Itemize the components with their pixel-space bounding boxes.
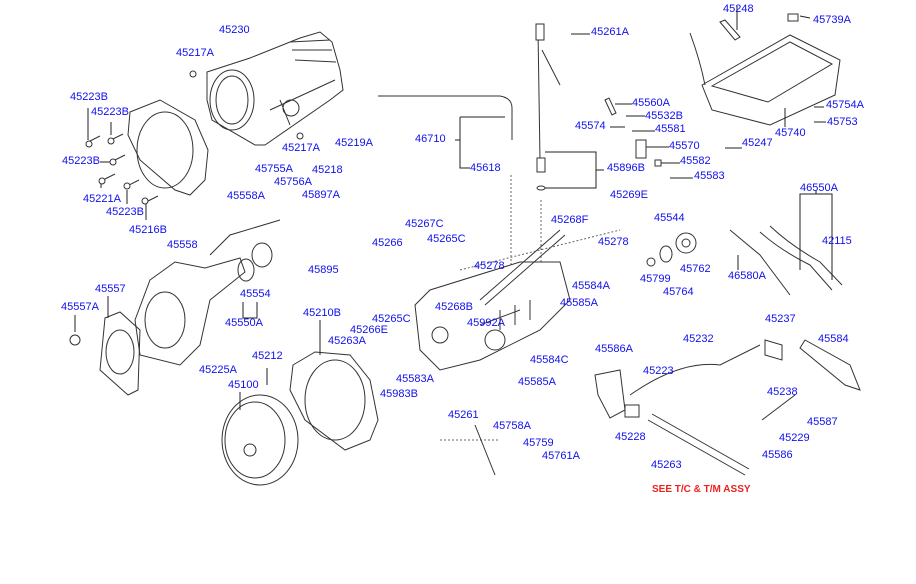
part-label[interactable]: 45895 (308, 264, 339, 276)
part-label[interactable]: 45570 (669, 140, 700, 152)
part-label[interactable]: 45100 (228, 379, 259, 391)
part-label[interactable]: 45223B (91, 106, 129, 118)
part-label[interactable]: 45754A (826, 99, 864, 111)
bolts-left (85, 70, 304, 220)
part-label[interactable]: 45269E (610, 189, 648, 201)
part-label[interactable]: 45278 (474, 260, 505, 272)
part-label[interactable]: 45544 (654, 212, 685, 224)
part-label[interactable]: 45261 (448, 409, 479, 421)
part-label[interactable]: 45263 (651, 459, 682, 471)
part-label[interactable]: 45618 (470, 162, 501, 174)
part-label[interactable]: 46550A (800, 182, 838, 194)
part-label[interactable]: 45221A (83, 193, 121, 205)
part-label[interactable]: 45583 (694, 170, 725, 182)
part-label[interactable]: 45558 (167, 239, 198, 251)
part-label[interactable]: 45762 (680, 263, 711, 275)
part-label[interactable]: 45261A (591, 26, 629, 38)
extension-housing (134, 219, 281, 366)
part-label[interactable]: 45761A (542, 450, 580, 462)
converter-housing (289, 320, 379, 451)
part-label[interactable]: 45584C (530, 354, 569, 366)
part-label[interactable]: 46710 (415, 133, 446, 145)
part-label[interactable]: 45223B (70, 91, 108, 103)
part-label[interactable]: 45557 (95, 283, 126, 295)
part-label[interactable]: 45238 (767, 386, 798, 398)
part-label[interactable]: 45219A (335, 137, 373, 149)
part-label[interactable]: 45554 (240, 288, 271, 300)
part-label[interactable]: 45983B (380, 388, 418, 400)
part-label[interactable]: 45237 (765, 313, 796, 325)
part-label[interactable]: 45210B (303, 307, 341, 319)
part-label[interactable]: 45586 (762, 449, 793, 461)
gasket (69, 296, 258, 396)
filler-tube (729, 190, 843, 296)
part-label[interactable]: 45266E (350, 324, 388, 336)
part-label[interactable]: 45550A (225, 317, 263, 329)
part-label[interactable]: 45267C (405, 218, 444, 230)
part-label[interactable]: 45799 (640, 273, 671, 285)
part-label[interactable]: 45247 (742, 137, 773, 149)
part-label[interactable]: 45764 (663, 286, 694, 298)
part-label[interactable]: 45740 (775, 127, 806, 139)
part-label[interactable]: 45582 (680, 155, 711, 167)
part-label[interactable]: 45587 (807, 416, 838, 428)
oil-pan (689, 6, 841, 149)
part-label[interactable]: 45225A (199, 364, 237, 376)
part-label[interactable]: 45217A (176, 47, 214, 59)
part-label[interactable]: 45560A (632, 97, 670, 109)
part-label[interactable]: 45755A (255, 163, 293, 175)
part-label[interactable]: 45223B (106, 206, 144, 218)
part-label[interactable]: 45584 (818, 333, 849, 345)
part-label[interactable]: 45268F (551, 214, 589, 226)
valve-parts (604, 97, 693, 179)
part-label[interactable]: 45265C (372, 313, 411, 325)
part-label[interactable]: 45753 (827, 116, 858, 128)
part-label[interactable]: 45574 (575, 120, 606, 132)
part-label[interactable]: 45532B (645, 110, 683, 122)
part-label[interactable]: 45266 (372, 237, 403, 249)
part-label[interactable]: 45228 (615, 431, 646, 443)
transmission-case (206, 31, 344, 146)
part-label[interactable]: 42115 (822, 235, 852, 247)
part-label[interactable]: 45756A (274, 176, 312, 188)
part-label[interactable]: 45896B (607, 162, 645, 174)
part-label[interactable]: 46580A (728, 270, 766, 282)
part-label[interactable]: 45758A (493, 420, 531, 432)
part-label[interactable]: 45223B (62, 155, 100, 167)
part-label[interactable]: 45557A (61, 301, 99, 313)
part-label[interactable]: 45230 (219, 24, 250, 36)
part-label[interactable]: 45232 (683, 333, 714, 345)
part-label[interactable]: 45218 (312, 164, 343, 176)
part-label[interactable]: 45585A (560, 297, 598, 309)
part-label[interactable]: 45759 (523, 437, 554, 449)
part-label[interactable]: 45212 (252, 350, 283, 362)
torque-converter (221, 368, 299, 486)
bell-housing (127, 99, 209, 196)
part-label[interactable]: 45263A (328, 335, 366, 347)
part-label[interactable]: 45223 (643, 365, 674, 377)
valve-body (414, 229, 621, 441)
part-label[interactable]: 45217A (282, 142, 320, 154)
pump-gear (646, 232, 697, 267)
part-label[interactable]: 45268B (435, 301, 473, 313)
part-label[interactable]: 45216B (129, 224, 167, 236)
part-label[interactable]: 45229 (779, 432, 810, 444)
part-label[interactable]: 45558A (227, 190, 265, 202)
part-label[interactable]: 45586A (595, 343, 633, 355)
part-label[interactable]: 45278 (598, 236, 629, 248)
part-label[interactable]: 45265C (427, 233, 466, 245)
shift-linkage (474, 339, 861, 476)
part-label[interactable]: 45739A (813, 14, 851, 26)
part-label[interactable]: 45992A (467, 317, 505, 329)
part-label[interactable]: 45585A (518, 376, 556, 388)
see-assembly-note[interactable]: SEE T/C & T/M ASSY (652, 484, 751, 495)
part-label[interactable]: 45583A (396, 373, 434, 385)
part-label[interactable]: 45897A (302, 189, 340, 201)
part-label[interactable]: 45248 (723, 3, 754, 15)
part-label[interactable]: 45581 (655, 123, 686, 135)
part-label[interactable]: 45584A (572, 280, 610, 292)
